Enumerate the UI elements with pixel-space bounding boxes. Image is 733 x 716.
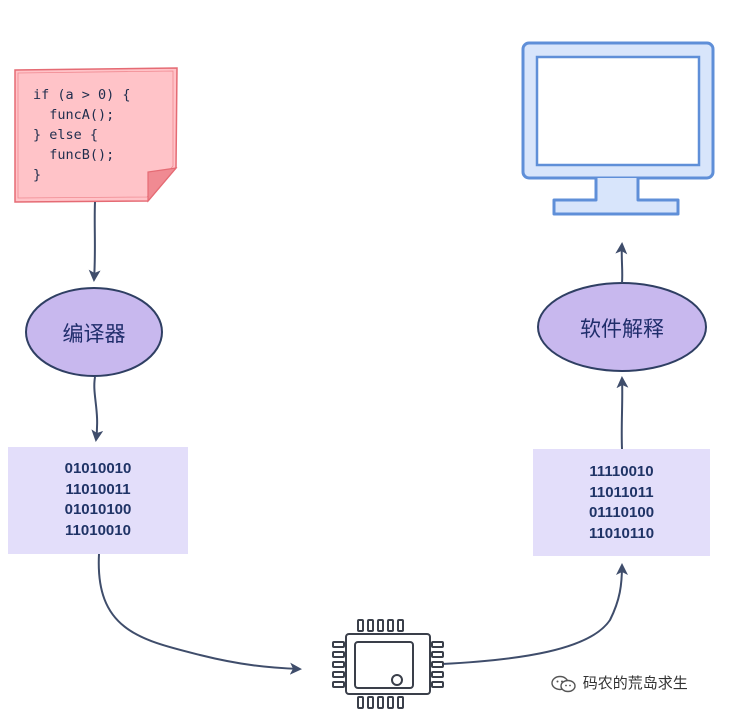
arrow-interpreter-to-monitor <box>615 242 628 284</box>
arrow-binary-to-cpu <box>97 553 302 675</box>
arrow-code-to-compiler <box>88 201 101 282</box>
code-note-shape <box>14 67 178 203</box>
code-line: funcA(); <box>33 107 115 123</box>
binary-block-left <box>8 447 188 554</box>
compiler-label: 编译器 <box>62 322 126 346</box>
code-snippet: if (a > 0) { funcA(); } else { funcB(); … <box>14 68 176 202</box>
binary-text-left: 01010010 11010011 01010100 11010010 <box>8 459 188 541</box>
binary-block-right <box>533 449 710 556</box>
binary-line: 01010010 <box>64 460 132 477</box>
code-line: if (a > 0) { <box>33 87 131 103</box>
binary-line: 01110100 <box>588 504 655 521</box>
code-line: funcB(); <box>33 147 115 163</box>
software-interpretation-label: 软件解释 <box>580 317 664 341</box>
compiler-node <box>25 287 163 377</box>
wechat-icon <box>551 675 576 692</box>
binary-line: 11110010 <box>589 463 654 480</box>
binary-line: 11010010 <box>65 521 131 539</box>
code-line: } <box>33 167 42 183</box>
binary-line: 01010100 <box>64 501 132 518</box>
binary-line: 11010011 <box>65 480 131 498</box>
arrow-cpu-to-binary <box>441 563 628 665</box>
arrow-binary-to-interpreter <box>616 376 629 450</box>
binary-line: 11011011 <box>589 483 654 501</box>
binary-text-right: 11110010 11011011 01110100 11010110 <box>533 462 710 544</box>
binary-line: 11010110 <box>588 524 655 542</box>
watermark: 码农的荒岛求生 <box>550 672 688 694</box>
cpu-chip-icon <box>332 619 444 709</box>
watermark-text: 码农的荒岛求生 <box>582 674 688 692</box>
monitor-icon <box>521 41 715 216</box>
arrow-compiler-to-binary <box>91 376 104 442</box>
code-line: } else { <box>33 127 99 143</box>
